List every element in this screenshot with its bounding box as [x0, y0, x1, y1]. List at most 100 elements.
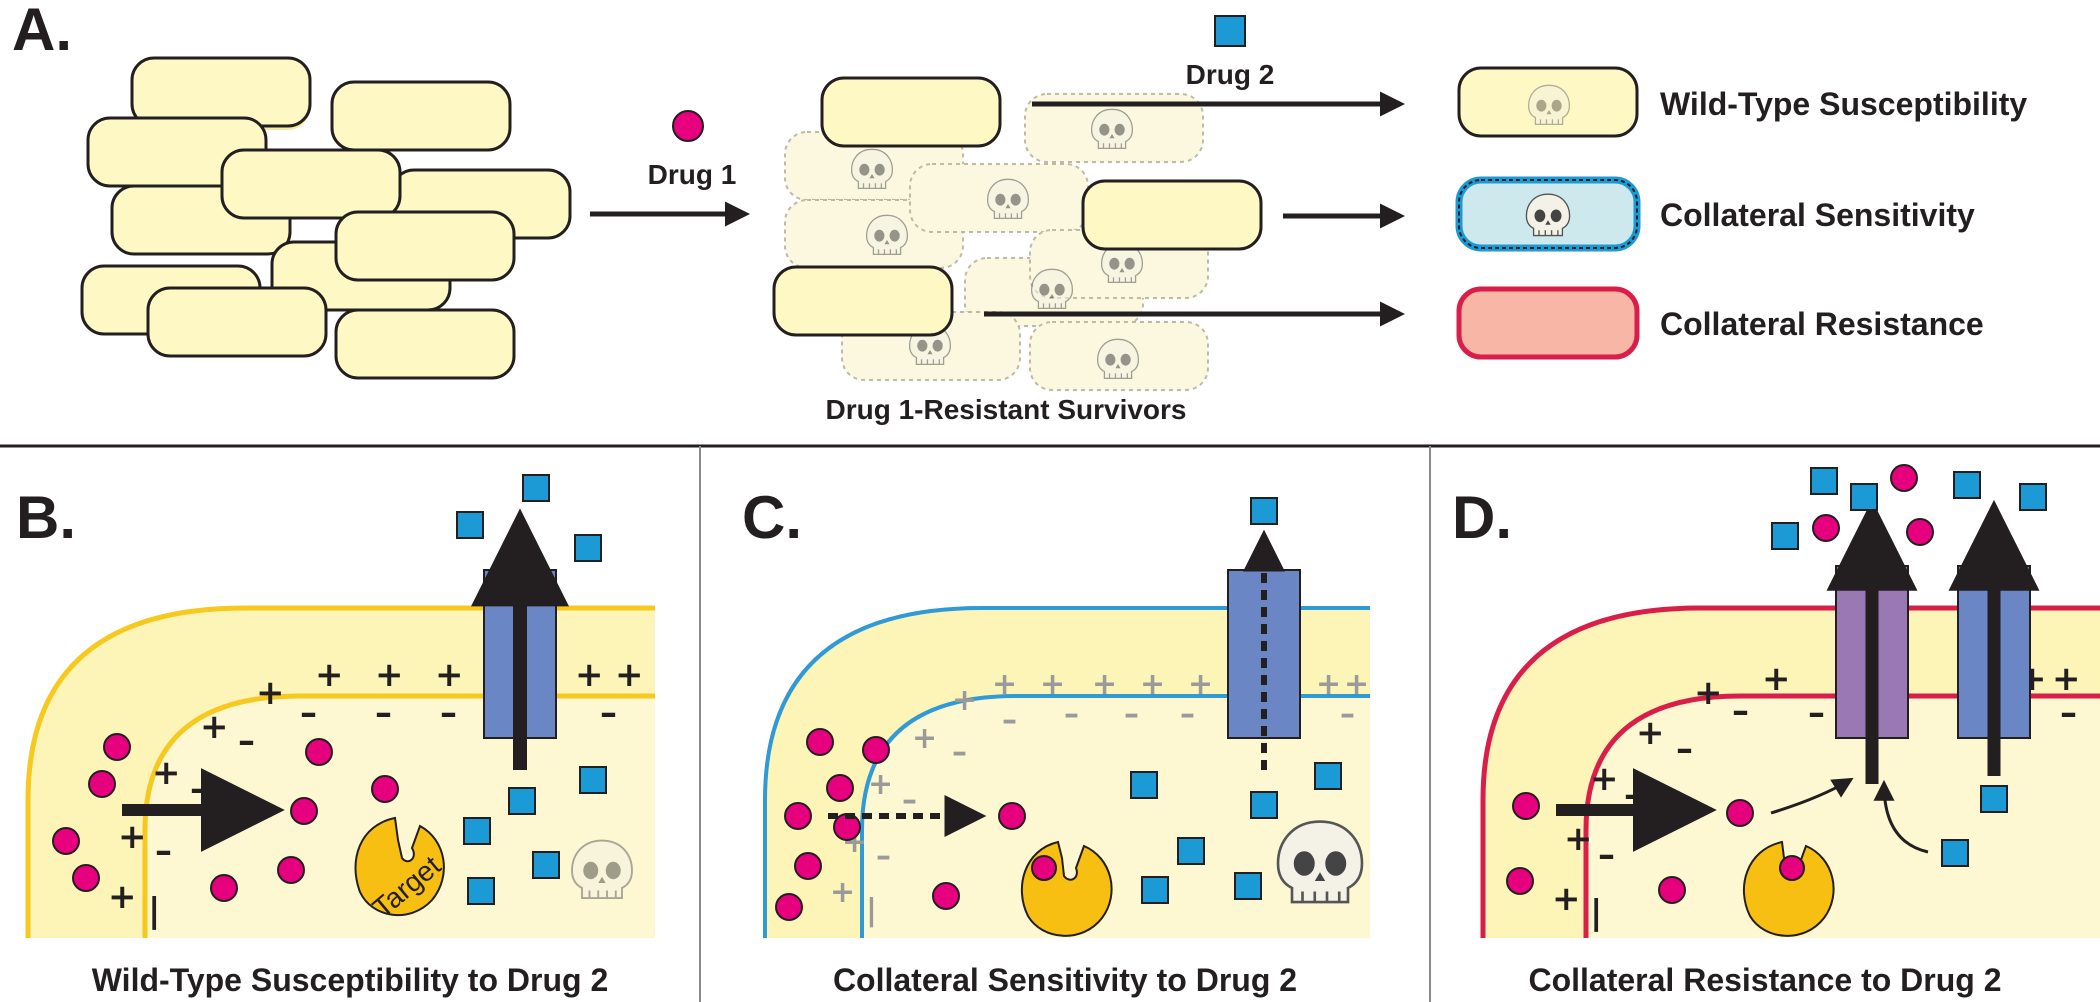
outcome-label: Collateral Sensitivity: [1660, 197, 1975, 233]
drug2-squares: [1771, 467, 2047, 867]
drug1-circles: [775, 728, 1026, 921]
svg-text:+: +: [1140, 667, 1165, 702]
drug2-squares: [1130, 497, 1342, 904]
svg-text:–: –: [1598, 835, 1615, 875]
svg-text:+: +: [256, 673, 285, 713]
svg-text:–: –: [1808, 693, 1825, 733]
target-enzyme-icon: [354, 816, 445, 917]
svg-text:+: +: [1564, 819, 1593, 859]
initial-population: [80, 56, 572, 380]
panel-c-caption: Collateral Sensitivity to Drug 2: [833, 962, 1297, 998]
panel-b: B. +| +– +– +– +– +– +– +– ++: [16, 474, 655, 998]
survivor-cells: [772, 76, 1263, 337]
svg-text:–: –: [902, 783, 917, 818]
bound-drug1: [1779, 855, 1805, 881]
panel-d-letter: D.: [1452, 484, 1512, 551]
drug1-circles: [1506, 464, 1934, 904]
svg-text:–: –: [1064, 697, 1079, 732]
svg-text:+: +: [1636, 713, 1665, 753]
svg-text:+: +: [1344, 667, 1369, 702]
panel-a: A. Drug 1: [12, 0, 2027, 425]
outer-membrane: [1480, 605, 2100, 938]
svg-text:+: +: [1590, 759, 1619, 799]
svg-text:–: –: [952, 735, 967, 770]
svg-text:+: +: [315, 655, 344, 695]
survivors-label: Drug 1-Resistant Survivors: [826, 394, 1187, 425]
svg-text:+: +: [1092, 667, 1117, 702]
outcome-label: Collateral Resistance: [1660, 306, 1984, 342]
svg-text:–: –: [190, 769, 207, 809]
drug1-label: Drug 1: [648, 159, 737, 190]
svg-text:+: +: [1694, 673, 1723, 713]
panel-a-letter: A.: [12, 0, 72, 63]
survivor-cell: [1081, 179, 1263, 251]
svg-text:+: +: [992, 667, 1017, 702]
bacterium-cell: [146, 286, 328, 358]
svg-text:|: |: [866, 893, 877, 928]
drug1-circles: [52, 733, 399, 902]
panel-c: C. +| +– +– +– +– +++ ++++ ––––: [742, 484, 1370, 998]
drug1-circle-icon: [672, 110, 704, 142]
svg-text:–: –: [1676, 729, 1693, 769]
transport-arrow: [1873, 779, 1929, 854]
outcome-collateral-resistance: Collateral Resistance: [1456, 286, 1984, 360]
svg-text:–: –: [1124, 697, 1139, 732]
svg-text:+: +: [912, 721, 937, 756]
svg-text:+: +: [830, 875, 855, 910]
svg-text:+: +: [1316, 667, 1341, 702]
svg-text:+: +: [1552, 879, 1581, 919]
svg-text:+: +: [868, 767, 893, 802]
outer-membrane: [25, 605, 655, 938]
svg-text:–: –: [440, 693, 457, 733]
svg-text:–: –: [238, 721, 255, 761]
survivor-cell: [820, 76, 1002, 148]
svg-text:|: |: [148, 891, 160, 931]
panel-c-letter: C.: [742, 484, 802, 551]
svg-text:+: +: [375, 655, 404, 695]
svg-text:+: +: [200, 707, 229, 747]
svg-text:–: –: [1002, 703, 1017, 738]
svg-text:–: –: [300, 693, 317, 733]
svg-text:+: +: [1762, 659, 1791, 699]
outcome-collateral-sensitivity: Collateral Sensitivity: [1455, 176, 1975, 252]
outcome-wild-type: Wild-Type Susceptibility: [1457, 66, 2027, 138]
svg-text:+: +: [952, 683, 977, 718]
svg-text:–: –: [1180, 697, 1195, 732]
drug2-square-icon: [1214, 15, 1246, 47]
svg-text:+: +: [2052, 659, 2081, 699]
svg-text:–: –: [1340, 697, 1355, 732]
bacterium-cell: [220, 148, 402, 220]
svg-text:+: +: [435, 655, 464, 695]
panel-b-letter: B.: [16, 484, 76, 551]
outer-membrane: [763, 606, 1370, 938]
drug2-squares: [456, 474, 607, 905]
bacterium-cell: [334, 210, 516, 282]
svg-text:–: –: [1732, 691, 1749, 731]
bacterium-cell: [330, 80, 512, 152]
bacterium-cell: [334, 308, 516, 380]
outcome-label: Wild-Type Susceptibility: [1660, 86, 2027, 122]
membrane-charges: +| +– +– +– +– +++ ++++ ––––: [830, 667, 1369, 928]
svg-text:–: –: [876, 839, 891, 874]
svg-text:–: –: [2060, 693, 2077, 733]
svg-text:+: +: [118, 817, 147, 857]
survivor-cell: [772, 265, 954, 337]
inner-membrane: [860, 694, 1370, 938]
transport-arrow: [1770, 777, 1854, 815]
svg-text:–: –: [155, 831, 172, 871]
svg-text:|: |: [1590, 893, 1602, 933]
svg-text:–: –: [375, 693, 392, 733]
svg-text:+: +: [1188, 667, 1213, 702]
drug2-label: Drug 2: [1186, 59, 1275, 90]
membrane-charges: +| +– +– +– +– +– +– +– ++: [108, 655, 644, 931]
svg-text:+: +: [1040, 667, 1065, 702]
panel-d-caption: Collateral Resistance to Drug 2: [1528, 962, 2001, 998]
svg-text:–: –: [600, 693, 617, 733]
svg-text:+: +: [575, 655, 604, 695]
bacterium-cell: [130, 56, 312, 128]
panel-d: D. +| +– +– +– +– +– ++–: [1452, 464, 2100, 998]
svg-text:+: +: [615, 655, 644, 695]
svg-text:+: +: [152, 753, 181, 793]
bound-drug1: [1031, 855, 1057, 881]
